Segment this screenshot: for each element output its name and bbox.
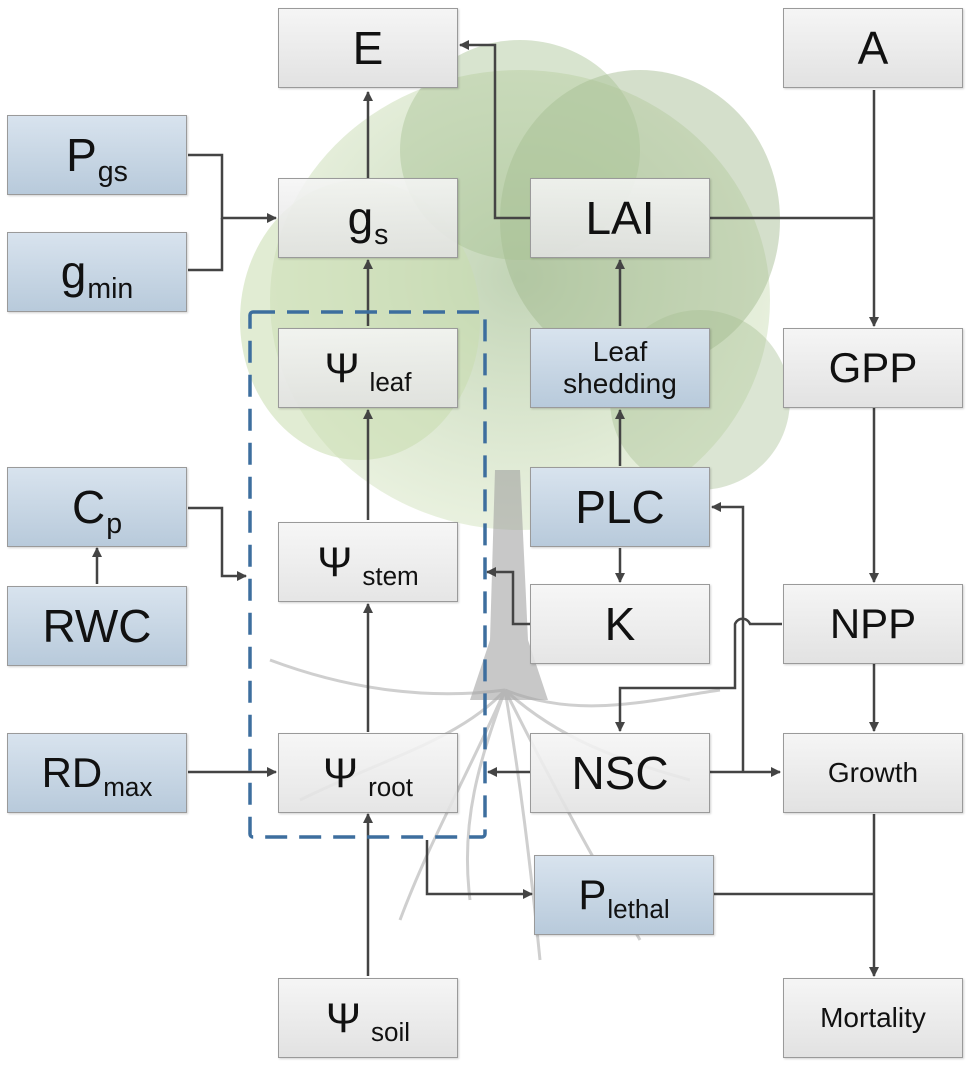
node-Plethal-main: P	[578, 871, 607, 918]
node-NPP: NPP	[783, 584, 963, 664]
arrow-gmin-connector	[188, 218, 224, 272]
arrow-K-to-psistem	[486, 567, 530, 626]
node-A: A	[783, 8, 963, 88]
node-gs-sub: s	[374, 218, 389, 251]
node-gmin-sub: min	[87, 272, 134, 305]
hydraulic-pathway-dashed-box	[248, 310, 487, 839]
node-gs-main: g	[347, 192, 374, 244]
arrow-LAI-to-E	[459, 40, 530, 220]
node-RDmax-sub: max	[103, 771, 153, 802]
node-leaf-shedding: Leaf shedding	[530, 328, 710, 408]
node-Pgs-sub: gs	[97, 155, 128, 188]
node-GPP: GPP	[783, 328, 963, 408]
node-Cp-sub: p	[106, 507, 123, 540]
node-leaf-shedding-line1: Leaf	[592, 335, 648, 367]
node-Mortality: Mortality	[783, 978, 963, 1058]
node-PLC-label: PLC	[575, 481, 665, 533]
node-Growth: Growth	[783, 733, 963, 813]
node-NSC-label: NSC	[571, 747, 669, 799]
node-LAI: LAI	[530, 178, 710, 258]
node-Pgs-main: P	[66, 129, 97, 181]
node-A-label: A	[857, 22, 889, 74]
node-RWC: RWC	[7, 586, 187, 666]
node-GPP-label: GPP	[828, 344, 918, 391]
node-Growth-label: Growth	[827, 757, 919, 788]
arrow-Cp-to-psistem	[188, 506, 247, 581]
node-NSC: NSC	[530, 733, 710, 813]
node-Plethal-sub: lethal	[607, 893, 670, 924]
node-K: K	[530, 584, 710, 664]
node-gmin-main: g	[60, 246, 87, 298]
node-Cp-main: C	[71, 481, 106, 533]
arrow-Pgs-to-gs	[188, 153, 277, 223]
node-PLC: PLC	[530, 467, 710, 547]
arrow-psiroot-to-Plethal	[425, 840, 533, 899]
node-psi-soil-sub: soil	[371, 1016, 411, 1047]
node-psi-soil-main: Ψ	[325, 994, 362, 1041]
node-psi-root-sub: root	[368, 771, 413, 802]
tree-trunk	[470, 470, 548, 700]
node-RDmax-main: RD	[41, 749, 103, 796]
node-psi-leaf-sub: leaf	[369, 366, 412, 397]
node-psi-stem-sub: stem	[362, 560, 419, 591]
node-K-label: K	[604, 598, 636, 650]
node-E-label: E	[352, 22, 384, 74]
node-psi-leaf-main: Ψ	[324, 344, 360, 391]
node-E: E	[278, 8, 458, 88]
node-NPP-label: NPP	[829, 600, 917, 647]
node-LAI-label: LAI	[585, 192, 655, 244]
node-RWC-label: RWC	[42, 600, 152, 652]
node-Mortality-label: Mortality	[820, 1002, 926, 1033]
arrow-NPP-to-NSC	[615, 617, 782, 732]
node-psi-root-main: Ψ	[323, 749, 359, 796]
node-psi-stem-main: Ψ	[317, 538, 353, 585]
arrow-NSC-to-PLC	[711, 502, 745, 772]
node-leaf-shedding-line2: shedding	[563, 368, 677, 399]
